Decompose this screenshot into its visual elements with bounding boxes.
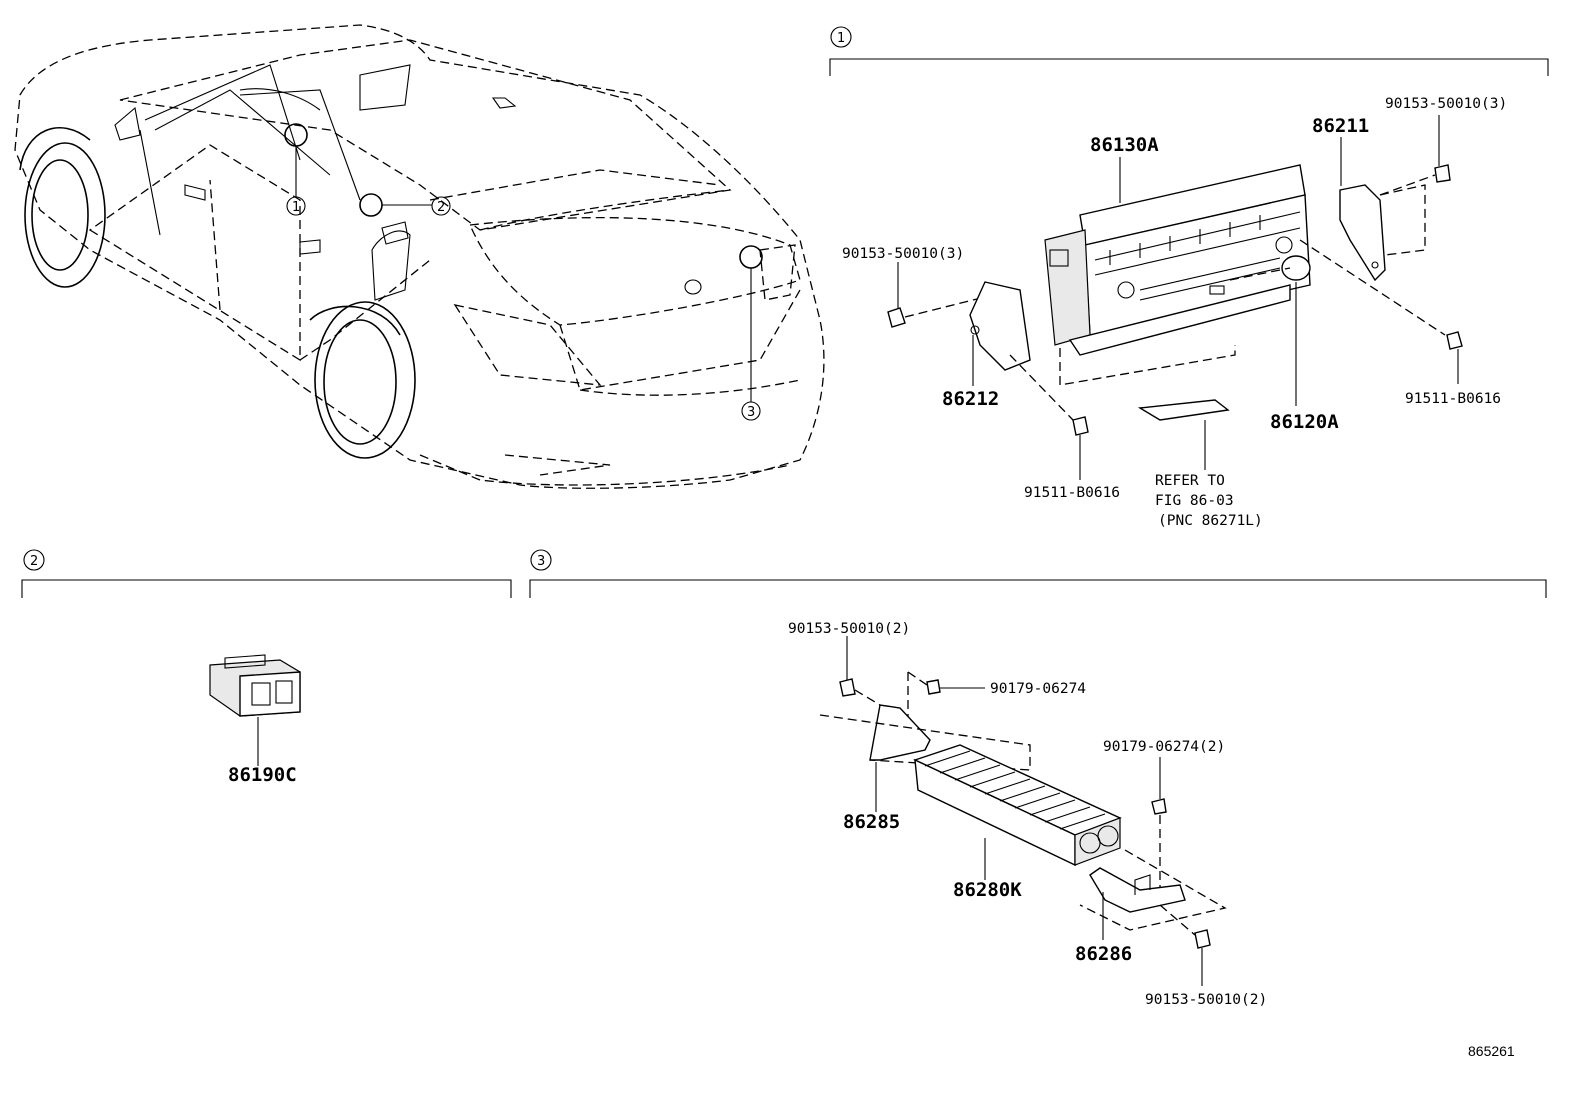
section-1-marker: 1 [837, 31, 845, 46]
car-illustration [14, 24, 825, 489]
label-nut-top: 90179-06274 [990, 681, 1086, 697]
section-3-marker: 3 [537, 554, 545, 569]
callout-2: 2 [437, 200, 445, 215]
label-86190C: 86190C [228, 764, 297, 786]
label-86212: 86212 [942, 388, 999, 410]
figure-id: 865261 [1468, 1043, 1515, 1059]
section-2-marker: 2 [30, 554, 38, 569]
label-bolt-top: 90153-50010(2) [788, 621, 910, 637]
label-86280K: 86280K [953, 879, 1022, 901]
label-86211: 86211 [1312, 115, 1369, 137]
label-86120A: 86120A [1270, 411, 1339, 433]
label-bolt-top-right: 90153-50010(3) [1385, 96, 1507, 112]
section-3: 3 90153-50010(2) 90179-06274 86285 86280… [529, 549, 1547, 1008]
label-bolt-left: 90153-50010(3) [842, 246, 964, 262]
section-1: 1 86130A 86211 90153-500 [829, 26, 1549, 529]
callout-1: 1 [292, 200, 300, 215]
switch-86190C [209, 654, 301, 717]
label-86130A: 86130A [1090, 134, 1159, 156]
label-screw-bottom: 91511-B0616 [1024, 485, 1120, 501]
label-86286: 86286 [1075, 943, 1132, 965]
amplifier-86280K [913, 744, 1122, 867]
section-2: 2 86190C [21, 549, 512, 786]
callout-3: 3 [747, 405, 755, 420]
head-unit-86130A [1044, 164, 1311, 386]
label-nut-right: 90179-06274(2) [1103, 739, 1225, 755]
refer-note-line2: FIG 86-03 [1155, 493, 1234, 509]
label-bolt-bottom: 90153-50010(2) [1145, 992, 1267, 1008]
refer-note-line1: REFER TO [1155, 473, 1225, 489]
callout-markers: 1 2 3 [284, 123, 763, 421]
label-86285: 86285 [843, 811, 900, 833]
refer-note-line3: (PNC 86271L) [1158, 513, 1263, 529]
label-screw-right: 91511-B0616 [1405, 391, 1501, 407]
